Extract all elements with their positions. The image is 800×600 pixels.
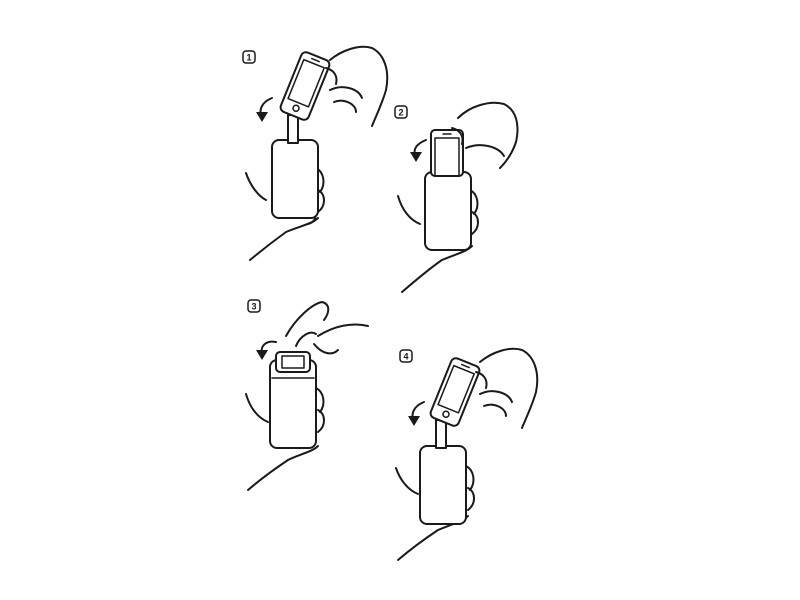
hand-icon <box>325 45 389 127</box>
step-3-panel: 3 <box>245 299 369 491</box>
phone-case-icon <box>271 139 319 219</box>
rotate-left-arrow-icon <box>256 97 273 122</box>
step-1-panel: 1 <box>242 45 389 261</box>
step-2-badge: 2 <box>394 105 408 119</box>
hand-icon <box>285 301 369 355</box>
step-number-4: 4 <box>403 352 408 362</box>
step-2-panel: 2 <box>394 101 519 293</box>
step-4-badge: 4 <box>399 349 413 363</box>
smartphone-icon <box>275 351 311 373</box>
step-number-2: 2 <box>398 108 403 118</box>
connector-icon <box>435 419 447 449</box>
phone-case-icon <box>424 171 472 251</box>
rotate-left-arrow-icon <box>410 139 427 162</box>
step-3-badge: 3 <box>247 299 261 313</box>
phone-case-icon <box>269 359 317 449</box>
hand-icon <box>475 347 539 429</box>
smartphone-icon <box>279 51 331 121</box>
step-number-1: 1 <box>246 53 251 63</box>
phone-case-icon <box>419 445 467 525</box>
hand-icon <box>451 101 519 169</box>
step-4-panel: 4 <box>395 347 539 561</box>
hand-icon <box>245 387 325 491</box>
smartphone-icon <box>429 357 481 427</box>
smartphone-icon <box>430 129 464 177</box>
step-number-3: 3 <box>251 302 256 312</box>
connector-icon <box>287 114 299 144</box>
rotate-left-arrow-icon <box>408 401 425 426</box>
step-1-badge: 1 <box>242 50 256 64</box>
rotate-left-arrow-icon <box>256 340 277 360</box>
